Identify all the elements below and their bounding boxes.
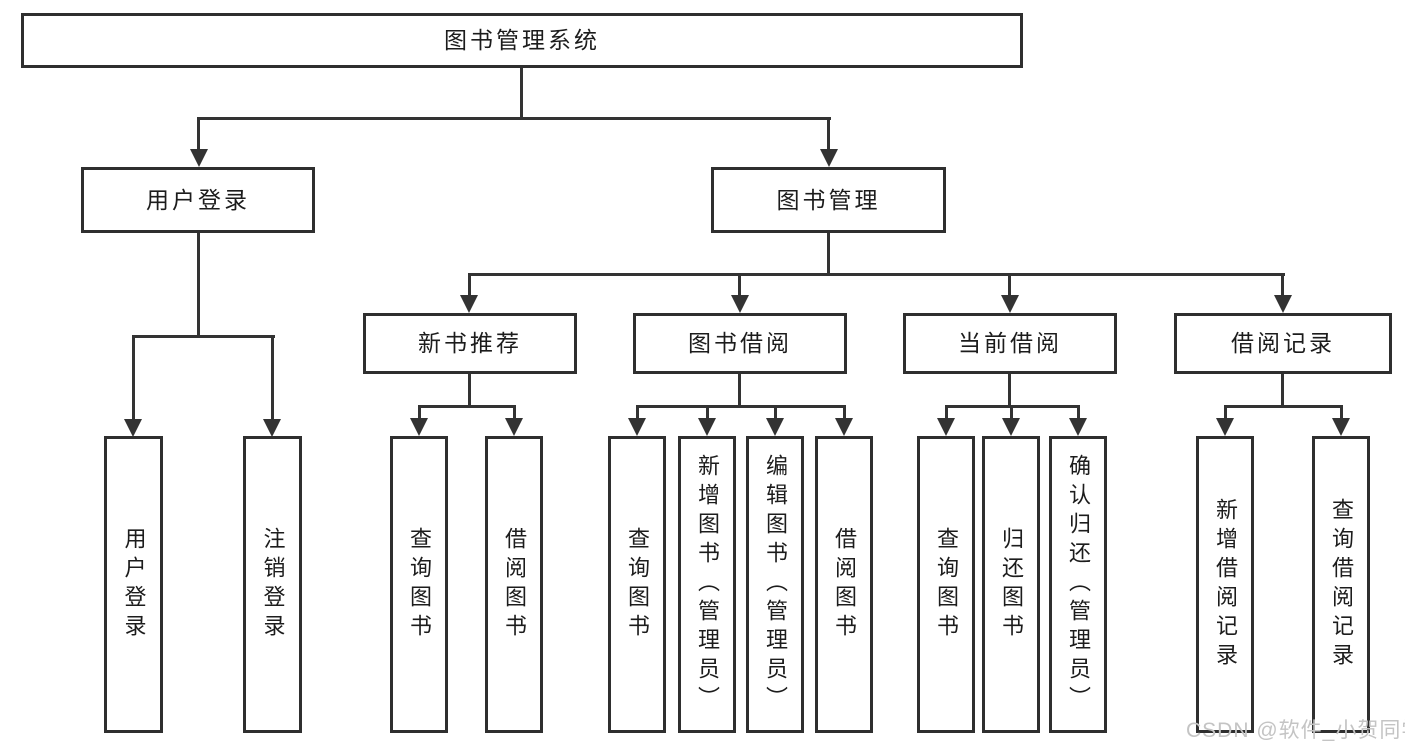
- connector-drop-current-borrow: [1008, 273, 1011, 297]
- leaf-label: 确认归还（管理员）: [1066, 454, 1091, 715]
- node-bb-add: 新增图书（管理员）: [678, 436, 736, 733]
- connector-drop-new-book-rec: [468, 273, 471, 297]
- arrow-down-icon: [731, 295, 749, 313]
- node-cb-return: 归还图书: [982, 436, 1040, 733]
- node-root: 图书管理系统: [21, 13, 1023, 68]
- connector-drop-bb-query: [636, 405, 639, 420]
- node-br-query: 查询借阅记录: [1312, 436, 1370, 733]
- arrow-down-icon: [505, 418, 523, 436]
- csdn-watermark: CSDN @软件_小贺同学: [1186, 719, 1405, 742]
- arrow-down-icon: [820, 149, 838, 167]
- connector-drop-cb-confirm: [1077, 405, 1080, 420]
- leaf-label: 查询借阅记录: [1329, 497, 1354, 672]
- arrow-down-icon: [628, 418, 646, 436]
- connector-current-borrow-stem: [1008, 374, 1011, 407]
- connector-book-borrow-stem: [738, 374, 741, 407]
- connector-user-login-stem: [197, 233, 200, 337]
- node-user-login: 用户登录: [81, 167, 315, 233]
- arrow-down-icon: [1332, 418, 1350, 436]
- arrow-down-icon: [698, 418, 716, 436]
- leaf-label: 借阅图书: [832, 526, 857, 643]
- arrow-down-icon: [124, 419, 142, 437]
- node-cb-confirm: 确认归还（管理员）: [1049, 436, 1107, 733]
- arrow-down-icon: [1069, 418, 1087, 436]
- leaf-label: 查询图书: [407, 526, 432, 643]
- connector-drop-br-add: [1224, 405, 1227, 420]
- node-current-borrow: 当前借阅: [903, 313, 1117, 374]
- node-bb-query: 查询图书: [608, 436, 666, 733]
- connector-drop-cb-query: [945, 405, 948, 420]
- leaf-label: 新增借阅记录: [1213, 497, 1238, 672]
- arrow-down-icon: [460, 295, 478, 313]
- leaf-label: 归还图书: [999, 526, 1024, 643]
- connector-drop-leaf-logout: [271, 335, 274, 421]
- connector-drop-rec-query: [418, 405, 421, 420]
- node-rec-borrow: 借阅图书: [485, 436, 543, 733]
- connector-drop-bb-borrow: [843, 405, 846, 420]
- node-leaf-user-login: 用户登录: [104, 436, 163, 733]
- connector-drop-book-borrow: [738, 273, 741, 297]
- arrow-down-icon: [835, 418, 853, 436]
- connector-drop-leaf-user-login: [132, 335, 135, 421]
- leaf-label: 借阅图书: [502, 526, 527, 643]
- node-br-add: 新增借阅记录: [1196, 436, 1254, 733]
- leaf-label: 编辑图书（管理员）: [763, 454, 788, 715]
- node-borrow-record: 借阅记录: [1174, 313, 1392, 374]
- arrow-down-icon: [1216, 418, 1234, 436]
- connector-drop-borrow-record: [1281, 273, 1284, 297]
- connector-drop-user-login: [197, 117, 200, 151]
- arrow-down-icon: [1274, 295, 1292, 313]
- node-new-book-rec: 新书推荐: [363, 313, 577, 374]
- leaf-label: 新增图书（管理员）: [695, 454, 720, 715]
- connector-borrow-record-branch: [1224, 405, 1343, 408]
- leaf-label: 查询图书: [625, 526, 650, 643]
- arrow-down-icon: [1001, 295, 1019, 313]
- connector-drop-br-query: [1340, 405, 1343, 420]
- connector-drop-bb-edit: [774, 405, 777, 420]
- connector-user-login-branch: [132, 335, 275, 338]
- connector-level3-branch: [468, 273, 1285, 276]
- connector-book-mgmt-stem: [827, 233, 830, 275]
- connector-drop-cb-return: [1010, 405, 1013, 420]
- arrow-down-icon: [937, 418, 955, 436]
- node-leaf-logout: 注销登录: [243, 436, 302, 733]
- arrow-down-icon: [410, 418, 428, 436]
- node-bb-borrow: 借阅图书: [815, 436, 873, 733]
- connector-drop-book-mgmt: [827, 117, 830, 151]
- connector-root-stem: [520, 68, 523, 119]
- node-rec-query: 查询图书: [390, 436, 448, 733]
- node-book-borrow: 图书借阅: [633, 313, 847, 374]
- node-bb-edit: 编辑图书（管理员）: [746, 436, 804, 733]
- connector-drop-bb-add: [706, 405, 709, 420]
- connector-book-borrow-branch: [636, 405, 846, 408]
- leaf-label: 注销登录: [260, 526, 286, 643]
- arrow-down-icon: [263, 419, 281, 437]
- connector-borrow-record-stem: [1281, 374, 1284, 407]
- leaf-label: 查询图书: [934, 526, 959, 643]
- connector-new-book-rec-branch: [418, 405, 516, 408]
- connector-new-book-rec-stem: [468, 374, 471, 407]
- node-book-mgmt: 图书管理: [711, 167, 946, 233]
- connector-drop-rec-borrow: [513, 405, 516, 420]
- leaf-label: 用户登录: [121, 526, 147, 643]
- node-cb-query: 查询图书: [917, 436, 975, 733]
- arrow-down-icon: [766, 418, 784, 436]
- arrow-down-icon: [190, 149, 208, 167]
- connector-level2-branch: [197, 117, 831, 120]
- arrow-down-icon: [1002, 418, 1020, 436]
